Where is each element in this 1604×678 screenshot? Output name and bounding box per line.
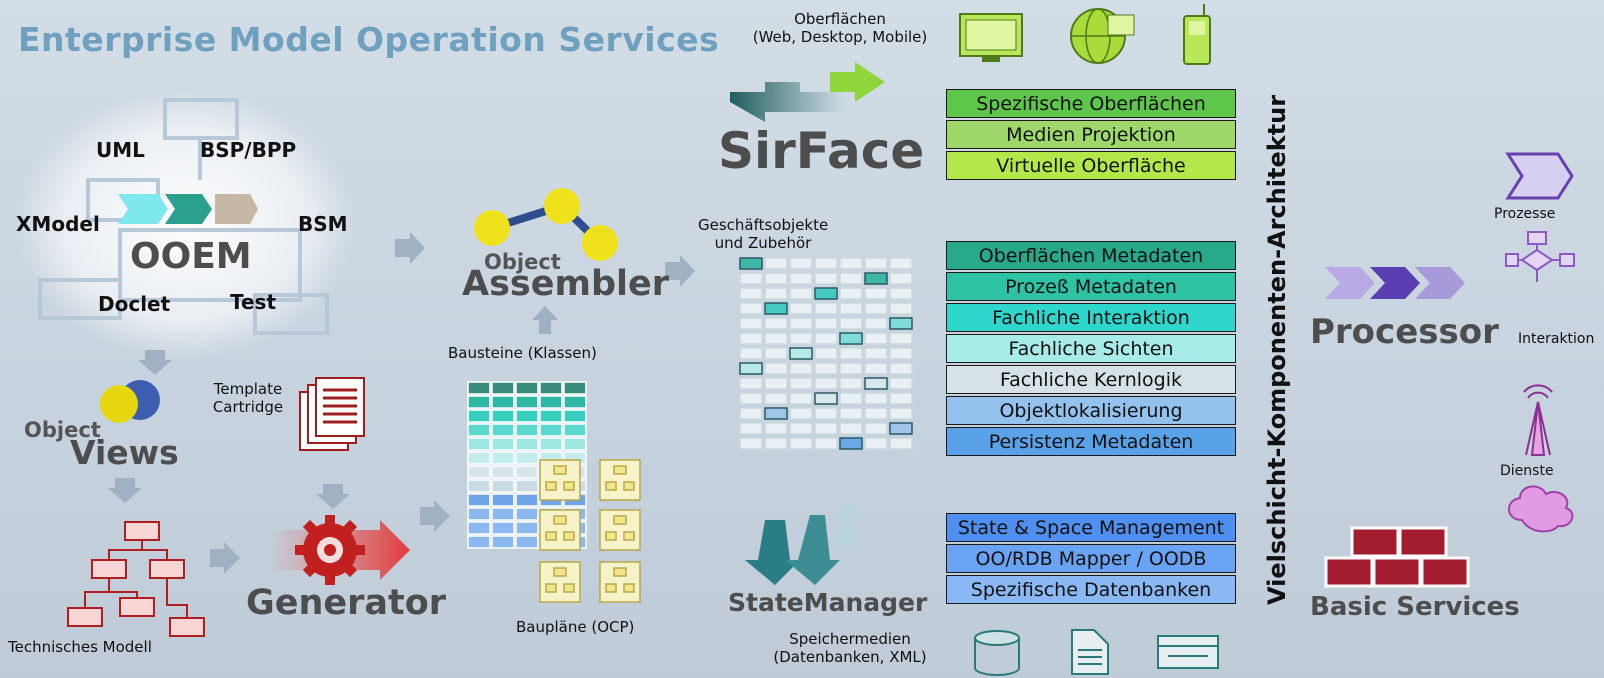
ooem-frame-boxes: [38, 98, 329, 335]
gear-icon: [295, 515, 365, 585]
layer-row: Fachliche Sichten: [946, 334, 1236, 363]
geschaeft-label: Geschäftsobjekte und Zubehör: [698, 216, 829, 252]
geschaeft-grid: [739, 257, 913, 450]
generator-label: Generator: [246, 583, 447, 623]
processor-label: Processor: [1310, 312, 1499, 352]
statemanager-label: StateManager: [728, 588, 928, 617]
views-sphere-yellow: [100, 385, 138, 423]
bsp-label: BSP/BPP: [200, 138, 297, 162]
database-icon: [974, 630, 1020, 676]
processor-chevrons: [1325, 267, 1465, 299]
layer-row: Prozeß Metadaten: [946, 272, 1236, 301]
bausteine-label: Bausteine (Klassen): [448, 344, 597, 362]
template-doc-icon: [299, 377, 365, 451]
process-chevron-icon: [1505, 152, 1574, 200]
ooem-chevrons: [118, 194, 258, 224]
dienste-label: Dienste: [1500, 463, 1554, 479]
ooem-glow: [15, 90, 355, 360]
bsm-label: BSM: [298, 212, 348, 236]
doclet-label: Doclet: [98, 292, 171, 316]
oberflaechen-label: Oberflächen (Web, Desktop, Mobile): [752, 10, 928, 46]
speicher-label: Speichermedien (Datenbanken, XML): [773, 630, 927, 666]
layer-row: Oberflächen Metadaten: [946, 241, 1236, 270]
bauplaene-icons: [539, 459, 641, 603]
layer-row: State & Space Management: [946, 513, 1236, 542]
layer-row: Virtuelle Oberfläche: [946, 151, 1236, 180]
vertical-architecture-label: Vielschicht-Komponenten-Architektur: [1263, 94, 1291, 605]
cloud-icon: [1508, 485, 1574, 533]
assembler-molecule: [474, 188, 618, 261]
xml-table-icon: [1157, 635, 1219, 669]
statemanager-arrows: [745, 500, 865, 585]
layer-row: Persistenz Metadaten: [946, 427, 1236, 456]
test-label: Test: [230, 290, 277, 314]
monitor-icon: [959, 13, 1023, 62]
assembler-big: Assembler: [462, 264, 670, 304]
interaktion-label: Interaktion: [1518, 331, 1595, 347]
sirface-arrow-left: [730, 82, 845, 122]
mobile-phone-icon: [1183, 4, 1211, 65]
layer-row: Fachliche Interaktion: [946, 303, 1236, 332]
globe-icon: [1070, 8, 1135, 64]
diagram-title: Enterprise Model Operation Services: [18, 20, 720, 59]
object-views-small: Object: [24, 418, 101, 442]
flow-arrows: [108, 232, 695, 574]
layer-row: Spezifische Oberflächen: [946, 89, 1236, 118]
tech-model-tree: [67, 521, 205, 637]
uml-label: UML: [96, 138, 145, 162]
technisches-label: Technisches Modell: [8, 638, 152, 656]
layer-row: OO/RDB Mapper / OODB: [946, 544, 1236, 573]
antenna-tower-icon: [1523, 384, 1553, 456]
document-icon: [1071, 629, 1109, 675]
bauplaene-label: Baupläne (OCP): [516, 618, 635, 636]
layer-row: Fachliche Kernlogik: [946, 365, 1236, 394]
interaction-flow-icon: [1505, 231, 1575, 282]
layer-row: Objektlokalisierung: [946, 396, 1236, 425]
prozesse-label: Prozesse: [1494, 206, 1556, 222]
assembler-small: Object: [484, 250, 561, 274]
basic-services-label: Basic Services: [1310, 592, 1520, 622]
xmodel-label: XModel: [16, 212, 100, 236]
basic-services-bricks: [1324, 526, 1470, 588]
layer-row: Medien Projektion: [946, 120, 1236, 149]
template-label: Template Cartridge: [212, 380, 284, 416]
layer-row: Spezifische Datenbanken: [946, 575, 1236, 604]
ooem-label: OOEM: [130, 236, 252, 277]
object-views-big: Views: [70, 433, 179, 472]
sirface-label: SirFace: [718, 122, 925, 180]
